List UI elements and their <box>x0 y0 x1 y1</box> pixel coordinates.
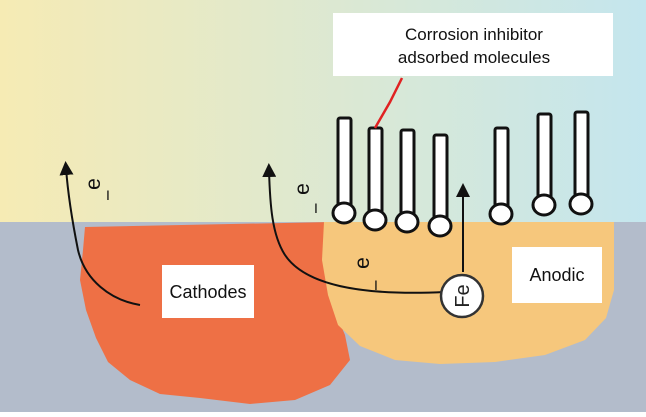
electron-glyph: e <box>291 183 314 195</box>
electron-glyph: e <box>82 178 105 190</box>
anodic-label: Anodic <box>529 265 584 285</box>
callout-line-1: Corrosion inhibitor <box>405 25 543 44</box>
inhibitor-molecule <box>531 112 557 217</box>
inhibitor-molecule <box>394 128 420 234</box>
inhibitor-molecule <box>362 126 388 232</box>
electron-flow-arrow-main <box>262 163 446 294</box>
electron-subscript: I <box>106 187 110 203</box>
callout-line-2: adsorbed molecules <box>398 48 550 67</box>
callout-box <box>333 13 613 76</box>
electron-flow-arrow-cathode <box>59 161 141 306</box>
electron-glyph: e <box>351 257 374 269</box>
inhibitor-molecule <box>331 116 357 225</box>
iron-atom: Fe <box>439 273 485 319</box>
anodic-label-box <box>512 247 602 303</box>
callout-connector <box>373 77 404 129</box>
electron-subscript: I <box>314 200 318 216</box>
cathodes-label: Cathodes <box>169 282 246 302</box>
inhibitor-molecule <box>427 133 453 238</box>
inhibitor-molecules <box>331 110 594 238</box>
iron-symbol: Fe <box>452 284 474 307</box>
cathodes-label-box <box>162 265 254 318</box>
inhibitor-molecule <box>568 110 594 216</box>
electron-subscript: I <box>374 277 378 293</box>
electron-symbol-anode: e I <box>351 257 378 293</box>
electron-symbol-middle: e I <box>291 183 318 216</box>
electron-symbol-left: e I <box>82 178 110 203</box>
inhibitor-molecule <box>488 126 514 226</box>
